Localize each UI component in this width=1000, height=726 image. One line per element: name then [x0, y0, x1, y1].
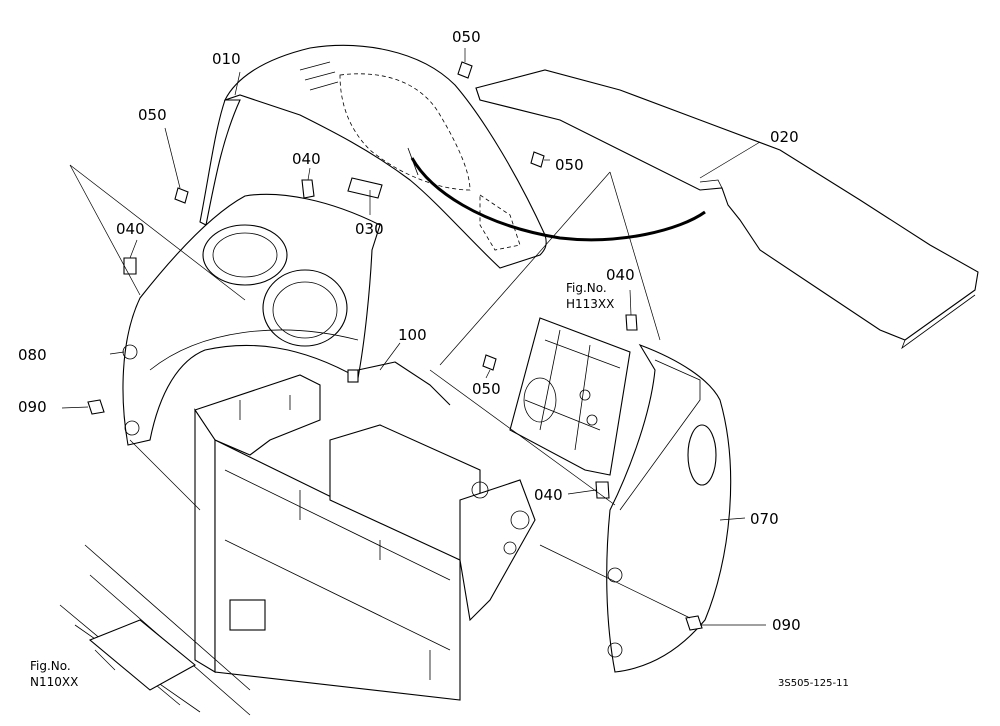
label-040-left: 040	[116, 220, 145, 238]
ref-n110-line1: Fig.No.	[30, 659, 71, 673]
label-050-center: 050	[555, 156, 584, 174]
label-090-left: 090	[18, 398, 47, 416]
ref-h113-line1: Fig.No.	[566, 281, 607, 295]
ref-n110-line2: N110XX	[30, 675, 78, 689]
drawing-code: 3S505-125-11	[778, 678, 849, 689]
label-040-top: 040	[292, 150, 321, 168]
leader-lines	[61, 48, 766, 671]
label-040-right: 040	[606, 266, 635, 284]
part-010-fender	[199, 44, 706, 269]
lower-rails	[59, 544, 251, 716]
inner-panel	[509, 317, 631, 476]
label-070: 070	[750, 510, 779, 528]
label-040-bottom: 040	[534, 486, 563, 504]
part-100-rod	[357, 361, 451, 406]
part-labels: 010 020 030 040 040 040 040 050 050 050 …	[18, 28, 849, 689]
label-090-right: 090	[772, 616, 801, 634]
label-020: 020	[770, 128, 799, 146]
label-050-left: 050	[138, 106, 167, 124]
label-080: 080	[18, 346, 47, 364]
part-020-plate	[475, 69, 979, 350]
ref-h113-line2: H113XX	[566, 297, 614, 311]
label-050-top: 050	[452, 28, 481, 46]
fasteners	[87, 61, 703, 631]
part-080-left-panel	[122, 193, 381, 446]
label-030: 030	[355, 220, 384, 238]
part-030-pad	[347, 177, 383, 199]
label-010: 010	[212, 50, 241, 68]
label-050-lower: 050	[472, 380, 501, 398]
part-070-right-panel	[606, 343, 732, 673]
label-100: 100	[398, 326, 427, 344]
frame-assembly	[194, 374, 536, 701]
